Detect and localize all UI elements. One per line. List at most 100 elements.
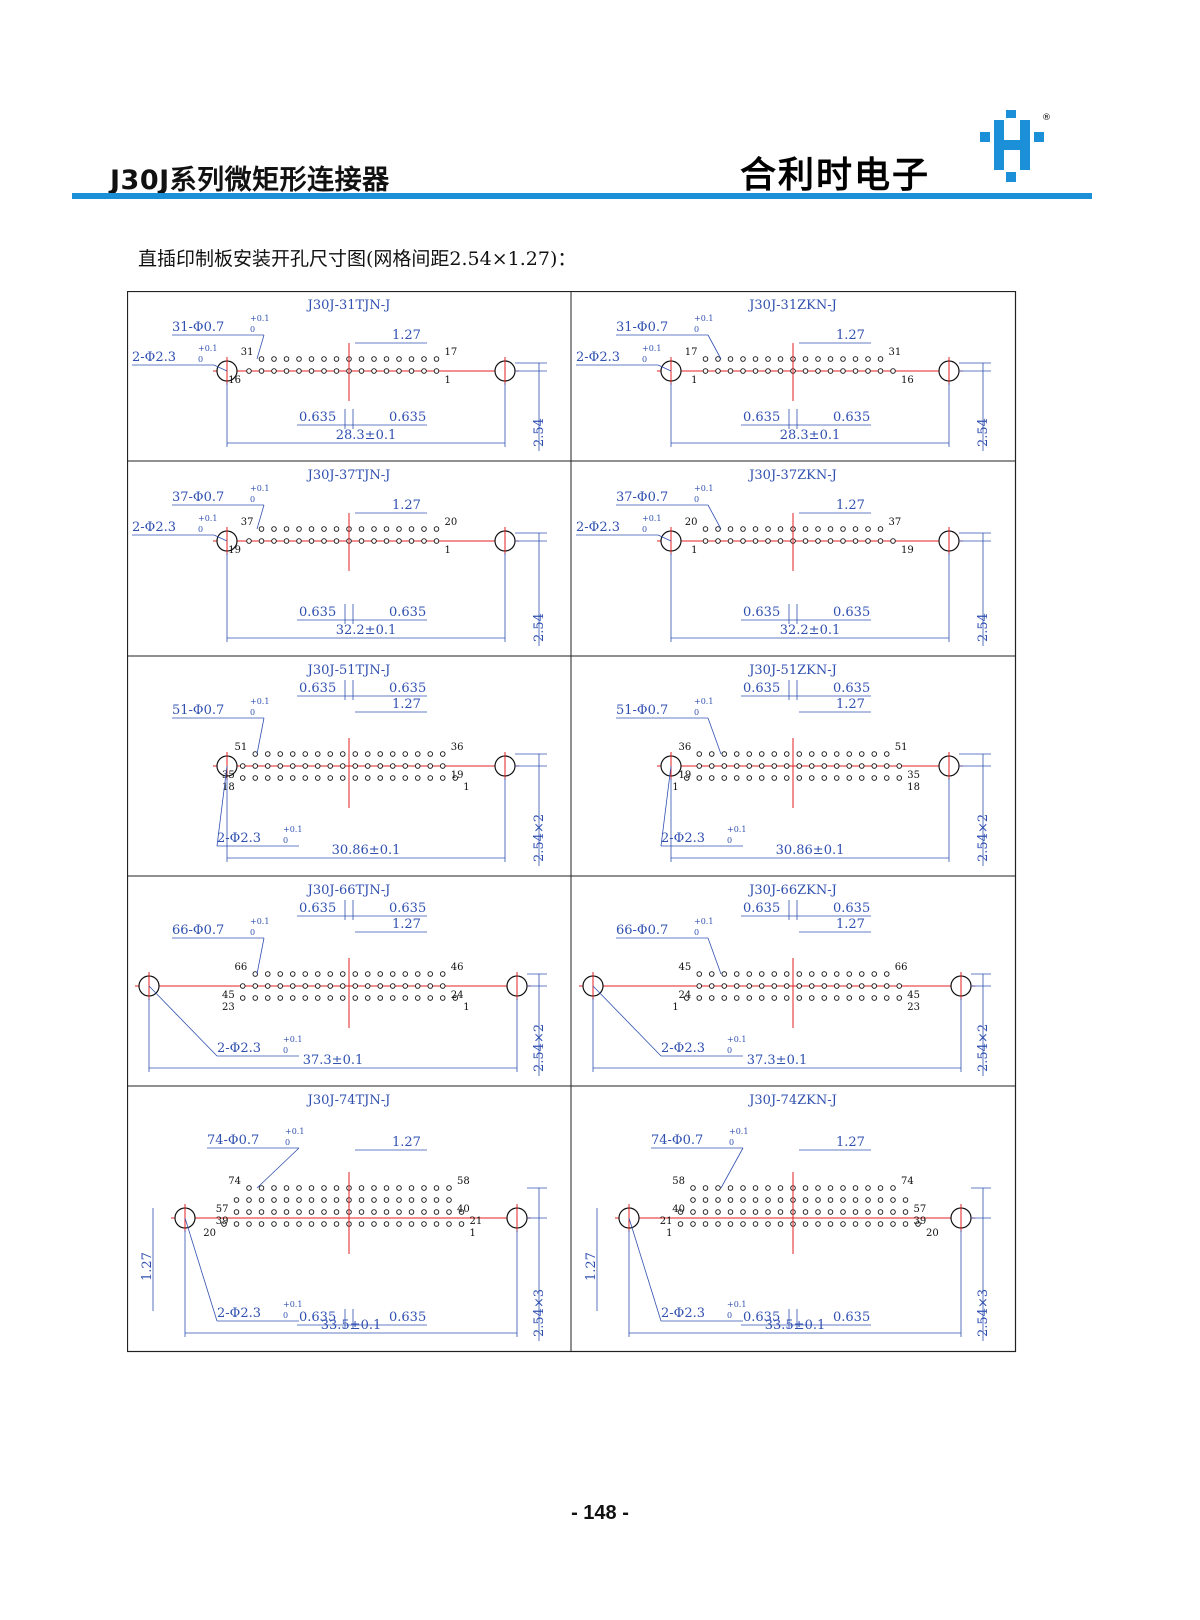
pin-hole bbox=[421, 1197, 427, 1203]
pin-hole bbox=[339, 995, 346, 1001]
pin-hole bbox=[396, 368, 402, 374]
offset-dimension: 0.635 bbox=[743, 605, 780, 620]
pin-hole bbox=[783, 995, 790, 1001]
pin-hole bbox=[321, 526, 327, 532]
width-dimension: 37.3±0.1 bbox=[303, 1053, 364, 1068]
pin-hole bbox=[427, 995, 434, 1001]
pin-hole bbox=[815, 356, 821, 362]
pin-hole bbox=[440, 751, 446, 757]
pin-label: 23 bbox=[222, 1002, 235, 1013]
pin-label: 19 bbox=[451, 770, 464, 781]
pin-hole bbox=[690, 1221, 696, 1227]
pin-hole bbox=[859, 995, 865, 1001]
height-dimension: 2.54 bbox=[532, 613, 547, 642]
pin-hole bbox=[890, 368, 896, 374]
hole-spec: 37-Φ0.7 bbox=[616, 490, 668, 505]
pin-hole bbox=[296, 1197, 302, 1203]
pin-hole bbox=[902, 1209, 909, 1215]
pin-hole bbox=[283, 526, 290, 532]
pin-hole bbox=[877, 526, 884, 532]
pin-hole bbox=[402, 751, 409, 757]
tolerance-sub: 0 bbox=[694, 325, 699, 334]
pin-hole bbox=[289, 983, 296, 989]
tolerance-sup: +0.1 bbox=[198, 514, 217, 523]
pin-hole bbox=[752, 1185, 759, 1191]
pin-hole bbox=[271, 538, 277, 544]
pin-hole bbox=[758, 775, 765, 781]
pin-hole bbox=[696, 983, 702, 989]
pin-hole bbox=[364, 971, 371, 977]
tolerance-sub: 0 bbox=[642, 525, 647, 534]
pin-hole bbox=[321, 1221, 327, 1227]
pin-hole bbox=[308, 538, 315, 544]
offset-dimension: 0.635 bbox=[743, 1310, 780, 1325]
pin-label: 36 bbox=[451, 742, 464, 753]
pin-hole bbox=[821, 971, 827, 977]
height-dimension: 2.54×2 bbox=[976, 1024, 991, 1072]
pin-hole bbox=[808, 751, 815, 757]
pin-hole bbox=[733, 995, 740, 1001]
pin-hole bbox=[815, 526, 821, 532]
pin-hole bbox=[421, 1221, 427, 1227]
hole-spec: 66-Φ0.7 bbox=[172, 923, 224, 938]
pin-hole bbox=[765, 368, 771, 374]
pin-hole bbox=[871, 971, 878, 977]
pin-hole bbox=[740, 1185, 746, 1191]
tolerance-sup: +0.1 bbox=[694, 917, 713, 926]
leader bbox=[256, 334, 265, 360]
pin-hole bbox=[840, 526, 846, 532]
leader bbox=[657, 364, 672, 372]
pin-label: 23 bbox=[907, 1002, 920, 1013]
tolerance-sup: +0.1 bbox=[283, 825, 302, 834]
pitch-dimension: 1.27 bbox=[836, 917, 865, 932]
pin-hole bbox=[421, 1185, 427, 1191]
pin-hole bbox=[715, 1185, 721, 1191]
tolerance-sub: 0 bbox=[729, 1138, 734, 1147]
pin-hole bbox=[815, 1197, 821, 1203]
pin-hole bbox=[296, 1221, 302, 1227]
tolerance-sup: +0.1 bbox=[250, 484, 269, 493]
pin-hole bbox=[308, 368, 315, 374]
pin-hole bbox=[258, 1221, 265, 1227]
mount-spec: 2-Φ2.3 bbox=[661, 1041, 705, 1056]
page-number: - 148 - bbox=[571, 1502, 629, 1524]
pin-hole bbox=[277, 763, 283, 769]
hole-spec: 51-Φ0.7 bbox=[172, 703, 224, 718]
pin-hole bbox=[758, 995, 765, 1001]
pin-hole bbox=[458, 1221, 465, 1227]
offset-dimension: 0.635 bbox=[743, 901, 780, 916]
pin-hole bbox=[727, 526, 734, 532]
pin-hole bbox=[415, 971, 421, 977]
pin-hole bbox=[364, 983, 371, 989]
pin-hole bbox=[415, 995, 421, 1001]
pin-hole bbox=[815, 1185, 821, 1191]
pin-label: 39 bbox=[216, 1216, 229, 1227]
pin-hole bbox=[252, 983, 258, 989]
pin-hole bbox=[296, 526, 302, 532]
pin-hole bbox=[796, 971, 802, 977]
pin-hole bbox=[390, 971, 396, 977]
pin-label: 1 bbox=[666, 1228, 672, 1239]
width-dimension: 37.3±0.1 bbox=[747, 1053, 808, 1068]
pin-hole bbox=[402, 995, 409, 1001]
tolerance-sup: +0.1 bbox=[642, 344, 661, 353]
pin-hole bbox=[271, 1209, 277, 1215]
pin-hole bbox=[271, 356, 277, 362]
pin-label: 51 bbox=[235, 742, 248, 753]
tolerance-sub: 0 bbox=[727, 836, 732, 845]
pin-hole bbox=[358, 1221, 365, 1227]
leader bbox=[720, 1147, 744, 1189]
pin-hole bbox=[377, 763, 383, 769]
pin-label: 45 bbox=[222, 990, 235, 1001]
pin-hole bbox=[915, 1221, 921, 1227]
pin-hole bbox=[408, 1197, 415, 1203]
pin-hole bbox=[771, 751, 777, 757]
pin-hole bbox=[377, 775, 383, 781]
pin-hole bbox=[834, 971, 840, 977]
pin-hole bbox=[239, 983, 246, 989]
pin-hole bbox=[746, 763, 752, 769]
pin-hole bbox=[765, 526, 771, 532]
offset-dimension: 0.635 bbox=[299, 1310, 336, 1325]
pin-hole bbox=[708, 775, 715, 781]
